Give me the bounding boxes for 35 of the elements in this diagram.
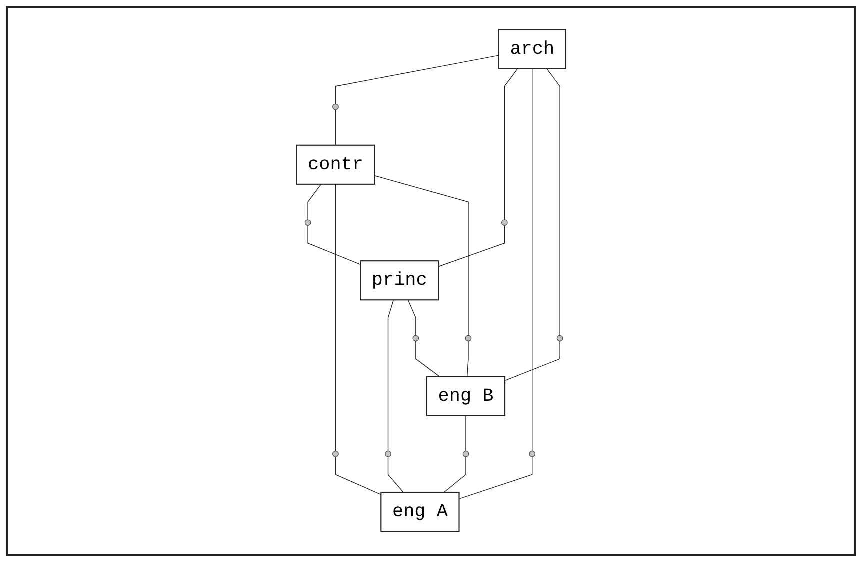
node-box <box>360 260 439 302</box>
node-circle <box>556 336 563 342</box>
connector <box>388 457 404 494</box>
connector <box>458 457 532 500</box>
node-circle <box>528 451 536 458</box>
connector <box>438 226 505 268</box>
node-circle <box>465 336 472 342</box>
connector <box>335 457 382 496</box>
node-circle <box>462 451 469 458</box>
connector <box>335 184 336 452</box>
connector <box>335 110 336 146</box>
connector <box>546 68 560 336</box>
connector <box>335 56 499 105</box>
node-circle <box>384 451 392 458</box>
node-box <box>380 492 460 532</box>
node-circle <box>332 451 339 458</box>
connector <box>466 341 469 378</box>
connector <box>504 68 518 221</box>
node-box <box>426 376 506 417</box>
connector <box>444 457 466 494</box>
node-circle <box>501 220 508 226</box>
node-circle <box>332 104 339 111</box>
connector <box>307 184 322 221</box>
node-box <box>296 145 376 186</box>
connector <box>388 300 394 452</box>
connector <box>465 416 466 452</box>
node-circle <box>304 220 311 226</box>
connector <box>408 300 416 336</box>
connector <box>307 226 361 266</box>
connector <box>374 176 469 336</box>
diagram-frame: arch contr princ eng B eng A <box>6 6 856 556</box>
node-box <box>498 30 566 70</box>
connector <box>504 341 560 382</box>
node-circle <box>412 336 419 342</box>
connector <box>415 341 440 378</box>
